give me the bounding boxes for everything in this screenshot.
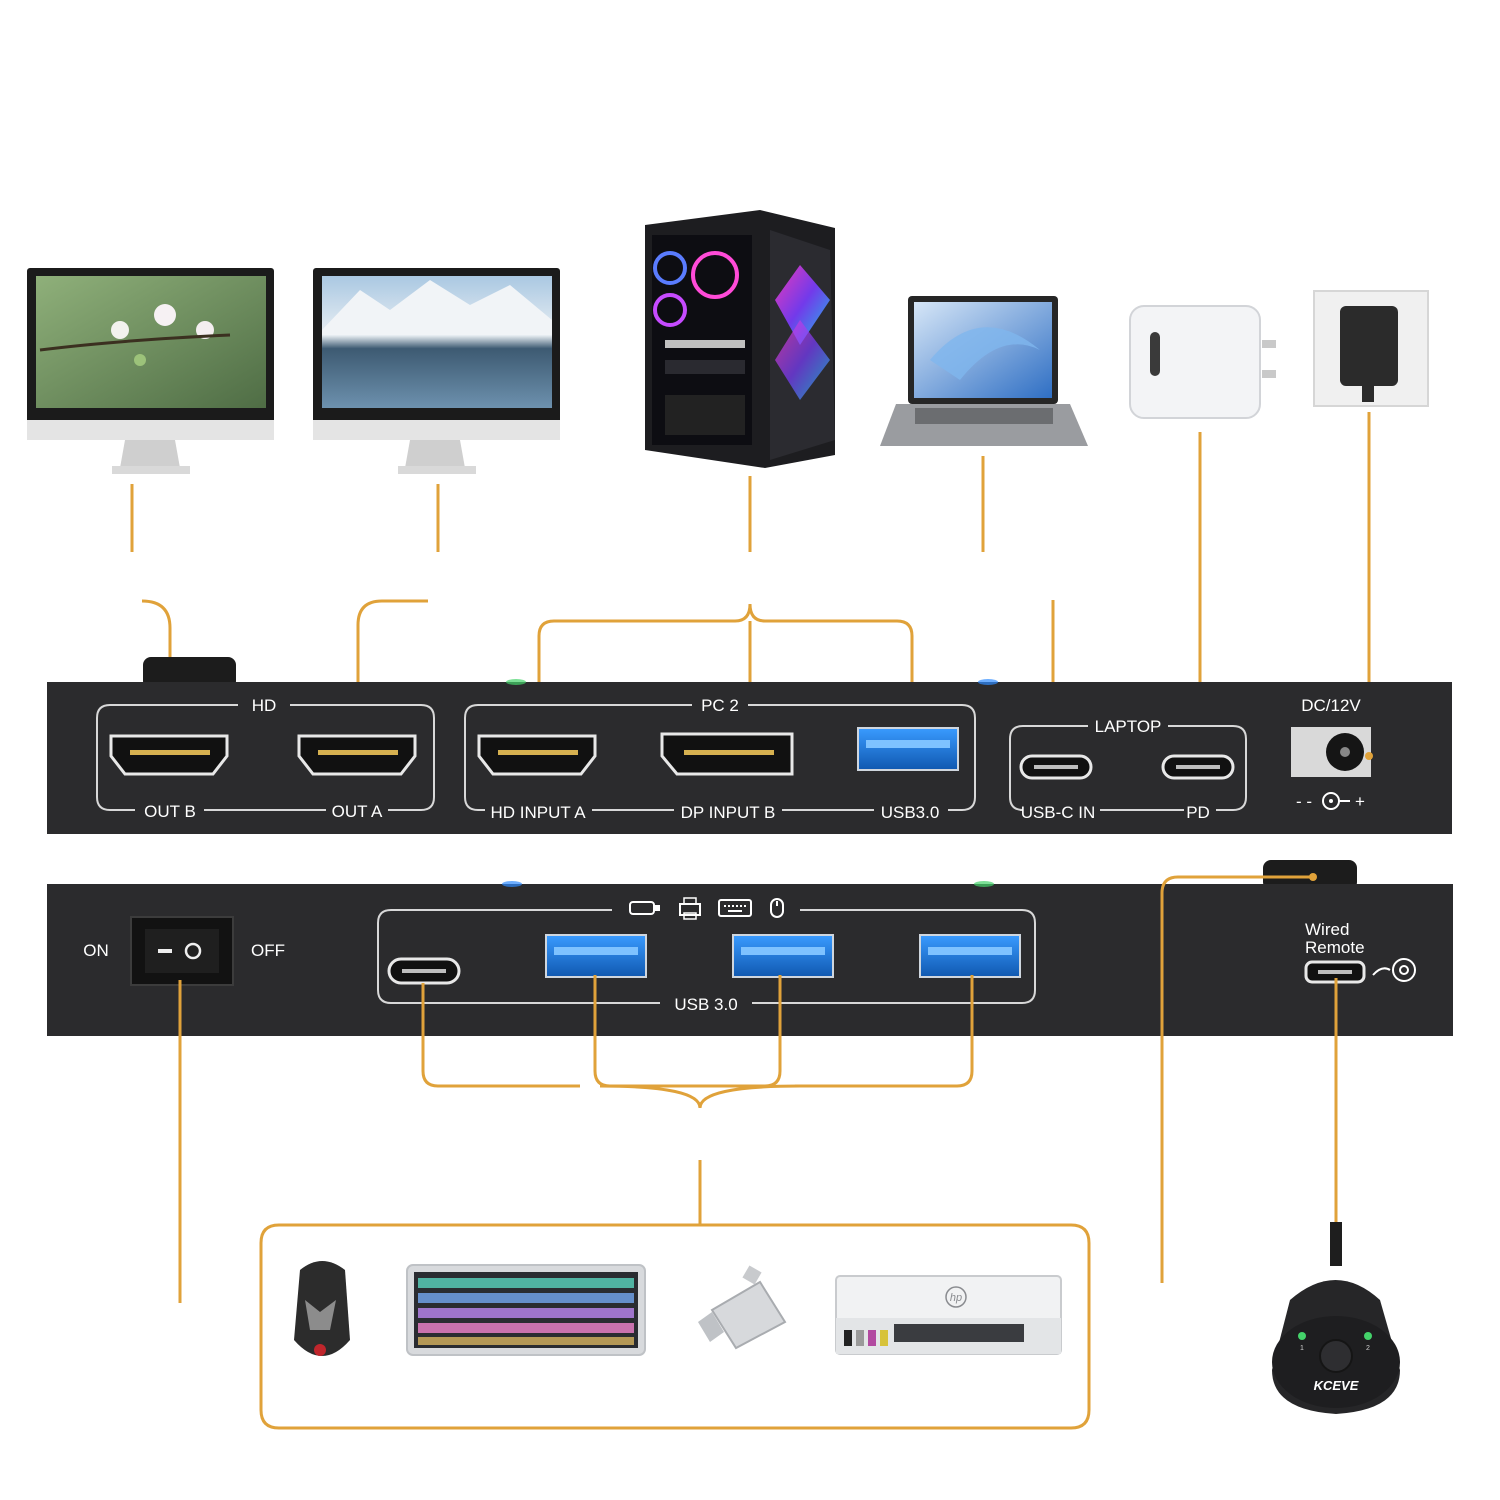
displayport-input-b[interactable] <box>660 732 794 776</box>
wired-remote-button: 1 2 KCEVE <box>1272 1222 1400 1414</box>
keyboard-icon <box>718 899 752 917</box>
svg-text:- -: - - <box>1296 792 1312 811</box>
usb-group-label: USB 3.0 <box>674 995 737 1014</box>
usbc-in-port[interactable] <box>1019 754 1093 780</box>
laptop <box>880 296 1088 446</box>
kvm-front-panel: ON OFF <box>47 860 1453 1036</box>
wired-label: Wired <box>1305 920 1349 939</box>
mouse-icon <box>770 898 784 918</box>
usb3-front-port-3[interactable] <box>919 934 1021 978</box>
printer-icon <box>679 897 701 920</box>
printer-brand-text: hp <box>950 1292 962 1304</box>
pc2-group-label: PC 2 <box>701 696 739 715</box>
hp-printer: hp <box>835 1275 1062 1355</box>
laptop-group-label: LAPTOP <box>1095 717 1162 736</box>
dc-power-jack[interactable] <box>1291 727 1371 777</box>
usb-drive-icon <box>629 901 660 915</box>
monitor-a <box>313 268 560 474</box>
on-label: ON <box>83 941 109 960</box>
gaming-mouse <box>294 1261 350 1356</box>
usb30-label: USB3.0 <box>881 803 940 822</box>
remote-switch-button[interactable] <box>1319 1339 1353 1373</box>
usbc-pd-port[interactable] <box>1161 754 1235 780</box>
usbc-front-port[interactable] <box>387 957 461 985</box>
usb3-port-pc2[interactable] <box>857 727 959 771</box>
pd-charger <box>1129 305 1276 419</box>
dp-input-b-label: DP INPUT B <box>681 803 776 822</box>
remote-label: Remote <box>1305 938 1365 957</box>
svg-text:+: + <box>1355 792 1365 811</box>
usbc-in-label: USB-C IN <box>1021 803 1096 822</box>
pd-label: PD <box>1186 803 1210 822</box>
hdmi-port-out-a[interactable] <box>297 734 417 776</box>
off-label: OFF <box>251 941 285 960</box>
remote-brand-text: KCEVE <box>1314 1378 1359 1393</box>
usb3-front-port-2[interactable] <box>732 934 834 978</box>
hdmi-port-input-a[interactable] <box>477 734 597 776</box>
usb-flash-drive <box>698 1265 787 1350</box>
peripherals-frame <box>259 1223 1091 1430</box>
remote-led-2-label: 2 <box>1366 1345 1370 1352</box>
power-adapter <box>1313 290 1429 407</box>
dc-label: DC/12V <box>1301 696 1361 715</box>
usb3-front-port-1[interactable] <box>545 934 647 978</box>
peripheral-icons <box>629 897 784 920</box>
rgb-keyboard <box>406 1264 646 1356</box>
remote-icon <box>1372 958 1416 982</box>
hdmi-port-out-b[interactable] <box>109 734 229 776</box>
bottom-wires <box>178 873 1338 1303</box>
desktop-pc-tower <box>645 210 835 468</box>
remote-led-1-label: 1 <box>1300 1345 1304 1352</box>
monitor-b <box>27 268 274 474</box>
hd-input-a-label: HD INPUT A <box>490 803 586 822</box>
power-switch[interactable] <box>130 916 234 986</box>
hd-group-label: HD <box>252 696 277 715</box>
dc-polarity-icon: - - + <box>1296 792 1365 811</box>
out-b-label: OUT B <box>144 802 196 821</box>
out-a-label: OUT A <box>332 802 383 821</box>
kvm-rear-panel: HD OUT B OUT A PC 2 HD INPUT A DP INPUT … <box>47 657 1452 834</box>
